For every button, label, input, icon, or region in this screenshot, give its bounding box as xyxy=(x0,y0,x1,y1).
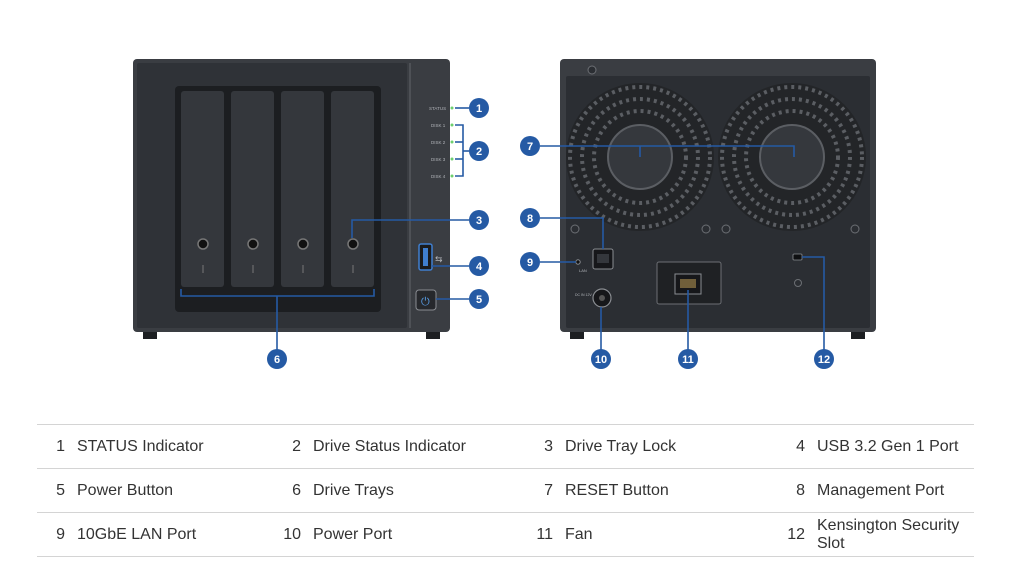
led-label-status: STATUS xyxy=(429,106,446,111)
drive-tray-lock[interactable] xyxy=(247,238,259,250)
usb-icon: ⇆ xyxy=(435,254,443,264)
legend-label: USB 3.2 Gen 1 Port xyxy=(817,424,974,469)
drive-bay-frame xyxy=(175,86,381,312)
svg-text:12: 12 xyxy=(818,354,830,366)
power-port-label: DC IN 12V xyxy=(575,293,592,297)
legend-table: 1 STATUS Indicator 2 Drive Status Indica… xyxy=(37,424,974,557)
drive-tray-lock[interactable] xyxy=(297,238,309,250)
led-label-disk4: DISK 4 xyxy=(431,174,446,179)
disk-led xyxy=(450,123,454,127)
legend-number: 6 xyxy=(261,468,313,513)
svg-text:3: 3 xyxy=(476,215,482,227)
leader-lines xyxy=(180,107,825,350)
svg-text:2: 2 xyxy=(476,146,482,158)
svg-text:6: 6 xyxy=(274,354,280,366)
legend-label: Power Button xyxy=(77,468,261,513)
drive-tray[interactable] xyxy=(281,91,324,287)
legend-row: 9 10GbE LAN Port 10 Power Port 11 Fan 12… xyxy=(37,512,974,557)
drive-tray[interactable] xyxy=(331,91,374,287)
led-label-disk2: DISK 2 xyxy=(431,140,446,145)
front-view: STATUS DISK 1 DISK 2 DISK 3 DISK 4 ⇆ ⏻ xyxy=(133,59,454,339)
legend-row: 5 Power Button 6 Drive Trays 7 RESET But… xyxy=(37,468,974,513)
legend-label: 10GbE LAN Port xyxy=(77,512,261,557)
back-view: LAN DC IN 12V xyxy=(560,59,876,339)
disk-led xyxy=(450,140,454,144)
callout-10: 10 xyxy=(591,349,611,369)
drive-tray-lock[interactable] xyxy=(197,238,209,250)
power-button[interactable] xyxy=(415,289,437,311)
legend-number: 9 xyxy=(37,512,77,557)
legend-label: Kensington Security Slot xyxy=(817,512,974,557)
fan xyxy=(718,83,866,231)
legend-number: 7 xyxy=(513,468,565,513)
svg-text:10: 10 xyxy=(595,354,607,366)
legend-number: 4 xyxy=(765,424,817,469)
legend-label: RESET Button xyxy=(565,468,765,513)
callout-3: 3 xyxy=(469,210,489,230)
nas-diagram: STATUS DISK 1 DISK 2 DISK 3 DISK 4 ⇆ ⏻ xyxy=(133,59,876,369)
callout-8: 8 xyxy=(520,208,540,228)
drive-tray[interactable] xyxy=(231,91,274,287)
callout-12: 12 xyxy=(814,349,834,369)
disk-led xyxy=(450,157,454,161)
led-label-disk3: DISK 3 xyxy=(431,157,446,162)
callout-1: 1 xyxy=(469,98,489,118)
svg-text:11: 11 xyxy=(682,354,694,366)
legend-number: 5 xyxy=(37,468,77,513)
legend-number: 1 xyxy=(37,424,77,469)
svg-text:9: 9 xyxy=(527,257,533,269)
legend-label: Power Port xyxy=(313,512,513,557)
legend-number: 10 xyxy=(261,512,313,557)
legend-row: 1 STATUS Indicator 2 Drive Status Indica… xyxy=(37,424,974,469)
drive-tray[interactable] xyxy=(181,91,224,287)
status-led xyxy=(450,106,454,110)
legend-number: 3 xyxy=(513,424,565,469)
led-label-disk1: DISK 1 xyxy=(431,123,446,128)
kensington-slot[interactable] xyxy=(792,253,803,261)
callout-2: 2 xyxy=(469,141,489,161)
legend-number: 2 xyxy=(261,424,313,469)
legend-label: Management Port xyxy=(817,468,974,513)
power-icon: ⏻ xyxy=(421,296,430,308)
callout-11: 11 xyxy=(678,349,698,369)
svg-text:5: 5 xyxy=(476,294,482,306)
svg-text:1: 1 xyxy=(476,103,482,115)
drive-tray-lock[interactable] xyxy=(347,238,359,250)
legend-label: Fan xyxy=(565,512,765,557)
svg-text:4: 4 xyxy=(476,261,483,273)
callout-9: 9 xyxy=(520,252,540,272)
legend-label: Drive Tray Lock xyxy=(565,424,765,469)
callout-6: 6 xyxy=(267,349,287,369)
callout-7: 7 xyxy=(520,136,540,156)
legend-number: 8 xyxy=(765,468,817,513)
legend-label: Drive Trays xyxy=(313,468,513,513)
callout-4: 4 xyxy=(469,256,489,276)
legend-number: 11 xyxy=(513,512,565,557)
legend-number: 12 xyxy=(765,512,817,557)
disk-led xyxy=(450,174,454,178)
reset-button[interactable] xyxy=(575,259,581,265)
lan-label: LAN xyxy=(579,268,587,273)
callout-5: 5 xyxy=(469,289,489,309)
legend-label: Drive Status Indicator xyxy=(313,424,513,469)
legend-label: STATUS Indicator xyxy=(77,424,261,469)
svg-text:7: 7 xyxy=(527,141,533,153)
svg-text:8: 8 xyxy=(527,213,533,225)
